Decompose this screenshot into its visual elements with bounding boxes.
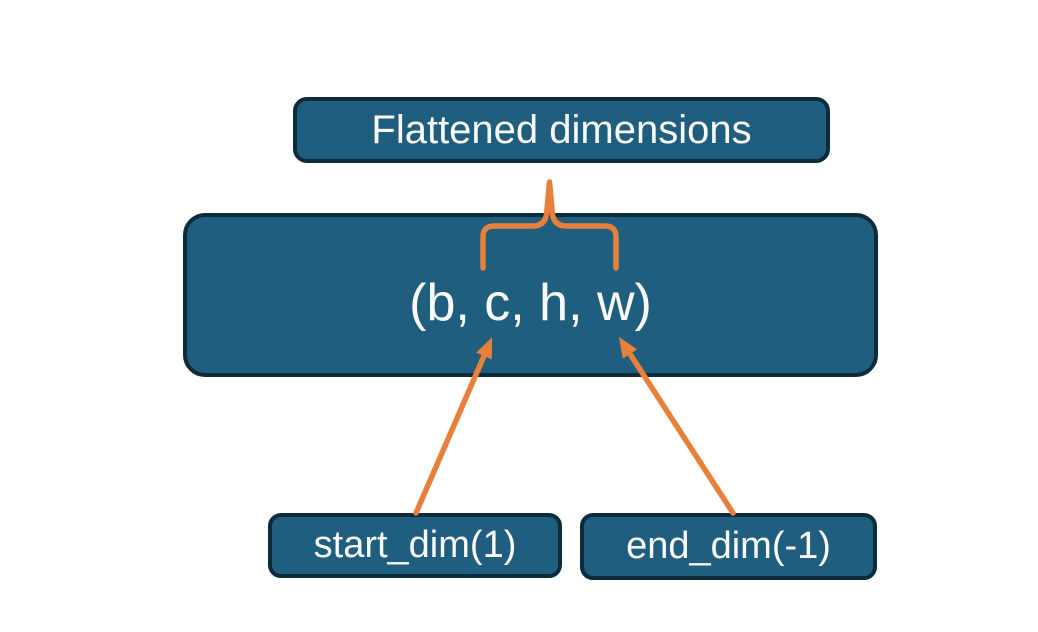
end-dim-arrow	[618, 336, 736, 516]
start-dim-label: start_dim(1)	[313, 524, 517, 566]
start-dim-box: start_dim(1)	[268, 513, 562, 578]
flattened-dimensions-label: Flattened dimensions	[371, 107, 752, 152]
tensor-shape-box: (b, c, h, w)	[183, 213, 878, 377]
tensor-shape-label: (b, c, h, w)	[409, 274, 652, 332]
end-dim-box: end_dim(-1)	[580, 513, 877, 580]
flattened-dimensions-box: Flattened dimensions	[293, 97, 830, 163]
start-dim-arrow	[413, 337, 493, 516]
end-dim-label: end_dim(-1)	[626, 525, 831, 567]
